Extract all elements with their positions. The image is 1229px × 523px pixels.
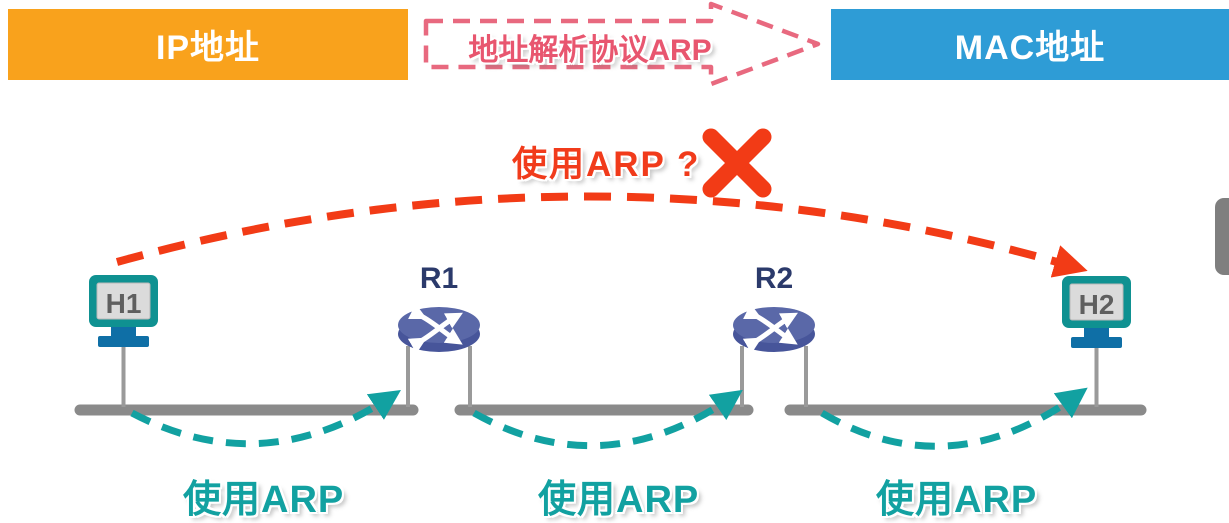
use-arp-label-1: 使用ARP [183,479,345,521]
host-h2-label: H2 [1079,289,1115,320]
monitor-base [1071,337,1122,348]
cross-mark-icon [702,128,772,198]
host-h1: H1 [89,275,158,347]
monitor-neck [111,327,136,337]
router-r2-label: R2 [755,262,793,295]
arp-dashed-arrow [423,1,821,87]
end-to-end-arp-arrow [115,192,1088,278]
edge-tab-handle[interactable] [1215,198,1229,275]
monitor-base [98,336,149,347]
monitor-neck [1084,328,1109,338]
host-h2: H2 [1062,276,1131,348]
mac-address-box: MAC地址 [831,9,1229,80]
use-arp-question-label: 使用ARP ? [512,145,701,184]
arp-arc-segment-2 [472,389,743,450]
router-r1 [398,303,480,354]
router-r1-label: R1 [420,262,458,295]
ip-address-label: IP地址 [155,29,261,67]
ip-address-box: IP地址 [8,9,408,80]
host-h1-label: H1 [106,288,142,319]
mac-address-label: MAC地址 [954,29,1106,67]
arp-arrow-outline [423,1,821,87]
arp-arc-segment-3 [820,387,1088,450]
use-arp-label-3: 使用ARP [876,479,1038,521]
router-r2 [733,303,815,354]
arp-protocol-label: 地址解析协议ARP [468,34,712,67]
arp-arc-segment-1 [130,390,401,448]
router-arrows-icon [743,303,798,345]
use-arp-label-2: 使用ARP [538,479,700,521]
router-arrows-icon [408,303,463,345]
